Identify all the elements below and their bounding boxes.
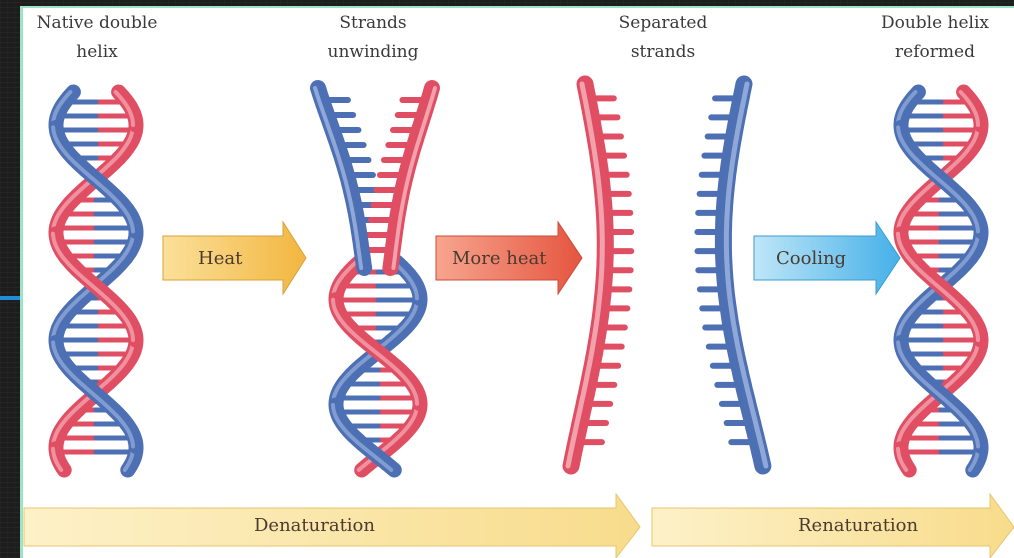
unwinding-strands xyxy=(315,88,435,470)
heat-label: Heat xyxy=(198,248,242,269)
more-heat-label: More heat xyxy=(452,248,546,269)
native-double-helix xyxy=(53,92,136,470)
separated-strands xyxy=(568,84,766,466)
denaturation-label: Denaturation xyxy=(254,515,375,536)
reformed-double-helix xyxy=(898,92,981,470)
renaturation-label: Renaturation xyxy=(798,515,918,536)
cooling-label: Cooling xyxy=(776,248,846,269)
